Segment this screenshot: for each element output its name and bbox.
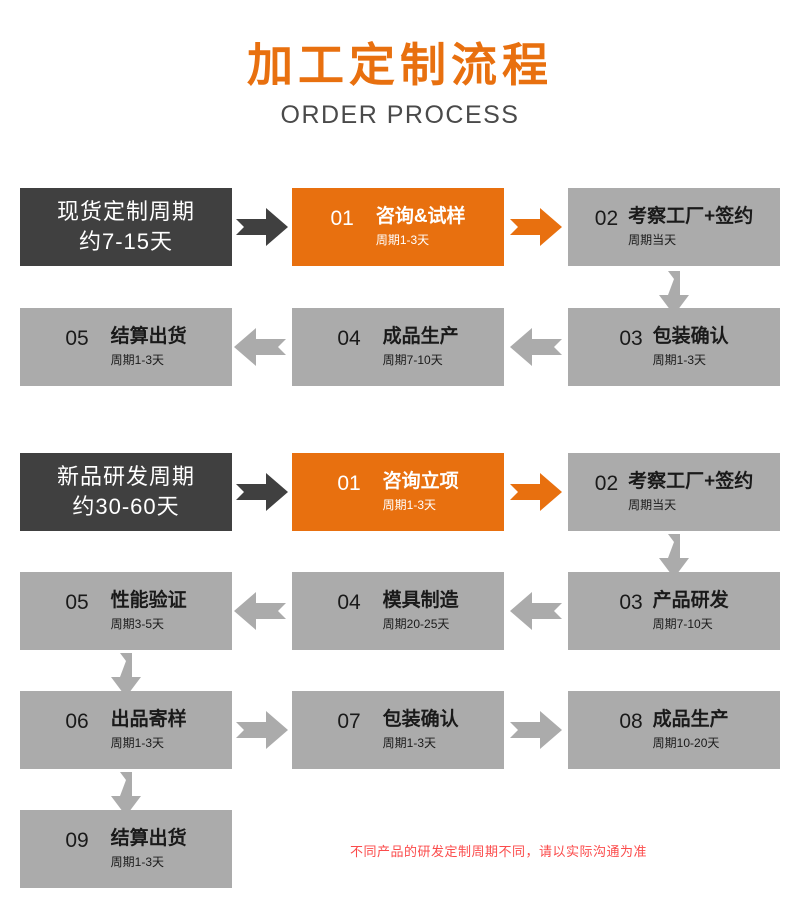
rnd-cycle-header-line1: 新品研发周期	[56, 464, 195, 489]
stock-step-02-duration: 周期当天	[628, 233, 677, 247]
arrow-right-dark-icon	[236, 473, 288, 511]
arrow-left-grey-icon	[510, 592, 562, 630]
stock-step-05-box: 05 结算出货 周期1-3天	[20, 308, 232, 386]
rnd-step-04-label: 模具制造	[382, 590, 459, 611]
rnd-step-06-box: 06 出品寄样 周期1-3天	[20, 691, 232, 769]
rnd-cycle-header-line2: 约30-60天	[72, 494, 180, 519]
rnd-step-01-duration: 周期1-3天	[382, 498, 437, 512]
arrow-down-grey-icon	[659, 534, 689, 578]
rnd-step-06-number: 06	[65, 710, 89, 733]
arrow-left-grey-icon	[234, 592, 286, 630]
rnd-step-03-box: 03 产品研发 周期7-10天	[568, 572, 780, 650]
rnd-step-06-duration: 周期1-3天	[110, 736, 165, 750]
stock-step-01-number: 01	[330, 207, 354, 230]
rnd-step-08-label: 成品生产	[652, 709, 729, 730]
stock-step-03-duration: 周期1-3天	[652, 353, 707, 367]
arrow-left-grey-icon	[234, 328, 286, 366]
rnd-step-05-box: 05 性能验证 周期3-5天	[20, 572, 232, 650]
rnd-step-04-box: 04 模具制造 周期20-25天	[292, 572, 504, 650]
page-header: 加工定制流程 ORDER PROCESS	[0, 36, 800, 130]
arrow-right-orange-icon	[510, 473, 562, 511]
footnote-disclaimer: 不同产品的研发定制周期不同，请以实际沟通为准	[350, 844, 648, 859]
stock-step-02-box: 02 考察工厂+签约 周期当天	[568, 188, 780, 266]
rnd-step-09-duration: 周期1-3天	[110, 855, 165, 869]
stock-step-01-label: 咨询&试样	[375, 206, 466, 227]
rnd-step-05-duration: 周期3-5天	[110, 617, 165, 631]
stock-step-01-duration: 周期1-3天	[375, 233, 430, 247]
rnd-step-07-label: 包装确认	[382, 709, 459, 730]
rnd-step-01-label: 咨询立项	[382, 471, 459, 492]
rnd-step-01-number: 01	[337, 472, 361, 495]
page-title-chinese: 加工定制流程	[247, 39, 553, 91]
rnd-step-06-label: 出品寄样	[110, 709, 187, 730]
arrow-down-grey-icon	[111, 653, 141, 697]
stock-cycle-header-line1: 现货定制周期	[56, 199, 195, 224]
rnd-step-04-number: 04	[337, 591, 361, 614]
stock-step-05-number: 05	[65, 327, 89, 350]
rnd-step-03-label: 产品研发	[652, 590, 729, 611]
rnd-step-02-duration: 周期当天	[628, 498, 677, 512]
stock-cycle-header-box: 现货定制周期 约7-15天	[20, 188, 232, 266]
rnd-step-02-number: 02	[594, 472, 619, 495]
stock-step-03-label: 包装确认	[652, 326, 729, 347]
stock-step-04-box: 04 成品生产 周期7-10天	[292, 308, 504, 386]
rnd-step-03-duration: 周期7-10天	[652, 617, 713, 631]
arrow-left-grey-icon	[510, 328, 562, 366]
stock-step-04-duration: 周期7-10天	[382, 353, 443, 367]
rnd-step-05-label: 性能验证	[110, 590, 187, 611]
rnd-step-07-number: 07	[337, 710, 361, 733]
rnd-step-09-label: 结算出货	[110, 828, 187, 849]
stock-cycle-header-line2: 约7-15天	[78, 229, 174, 254]
stock-step-01-box: 01 咨询&试样 周期1-3天	[292, 188, 504, 266]
stock-step-05-duration: 周期1-3天	[110, 353, 165, 367]
rnd-step-08-number: 08	[619, 710, 643, 733]
rnd-step-08-duration: 周期10-20天	[652, 736, 720, 750]
rnd-step-09-number: 09	[65, 829, 89, 852]
rnd-cycle-header-box: 新品研发周期 约30-60天	[20, 453, 232, 531]
stock-step-02-number: 02	[594, 207, 619, 230]
arrow-right-orange-icon	[510, 208, 562, 246]
stock-step-03-number: 03	[619, 327, 643, 350]
stock-step-02-label: 考察工厂+签约	[628, 206, 754, 227]
arrow-right-grey-icon	[510, 711, 562, 749]
arrow-down-grey-icon	[111, 772, 141, 816]
rnd-step-07-box: 07 包装确认 周期1-3天	[292, 691, 504, 769]
rnd-step-07-duration: 周期1-3天	[382, 736, 437, 750]
arrow-down-grey-icon	[659, 271, 689, 315]
rnd-step-03-number: 03	[619, 591, 643, 614]
rnd-step-01-box: 01 咨询立项 周期1-3天	[292, 453, 504, 531]
page-title-english: ORDER PROCESS	[280, 101, 520, 129]
rnd-step-02-box: 02 考察工厂+签约 周期当天	[568, 453, 780, 531]
rnd-step-09-box: 09 结算出货 周期1-3天	[20, 810, 232, 888]
rnd-step-08-box: 08 成品生产 周期10-20天	[568, 691, 780, 769]
stock-step-04-label: 成品生产	[382, 326, 459, 347]
rnd-step-02-label: 考察工厂+签约	[628, 471, 754, 492]
stock-step-04-number: 04	[337, 327, 361, 350]
arrow-right-dark-icon	[236, 208, 288, 246]
stock-step-05-label: 结算出货	[110, 326, 187, 347]
arrow-right-grey-icon	[236, 711, 288, 749]
rnd-step-04-duration: 周期20-25天	[382, 617, 450, 631]
rnd-step-05-number: 05	[65, 591, 89, 614]
stock-step-03-box: 03 包装确认 周期1-3天	[568, 308, 780, 386]
